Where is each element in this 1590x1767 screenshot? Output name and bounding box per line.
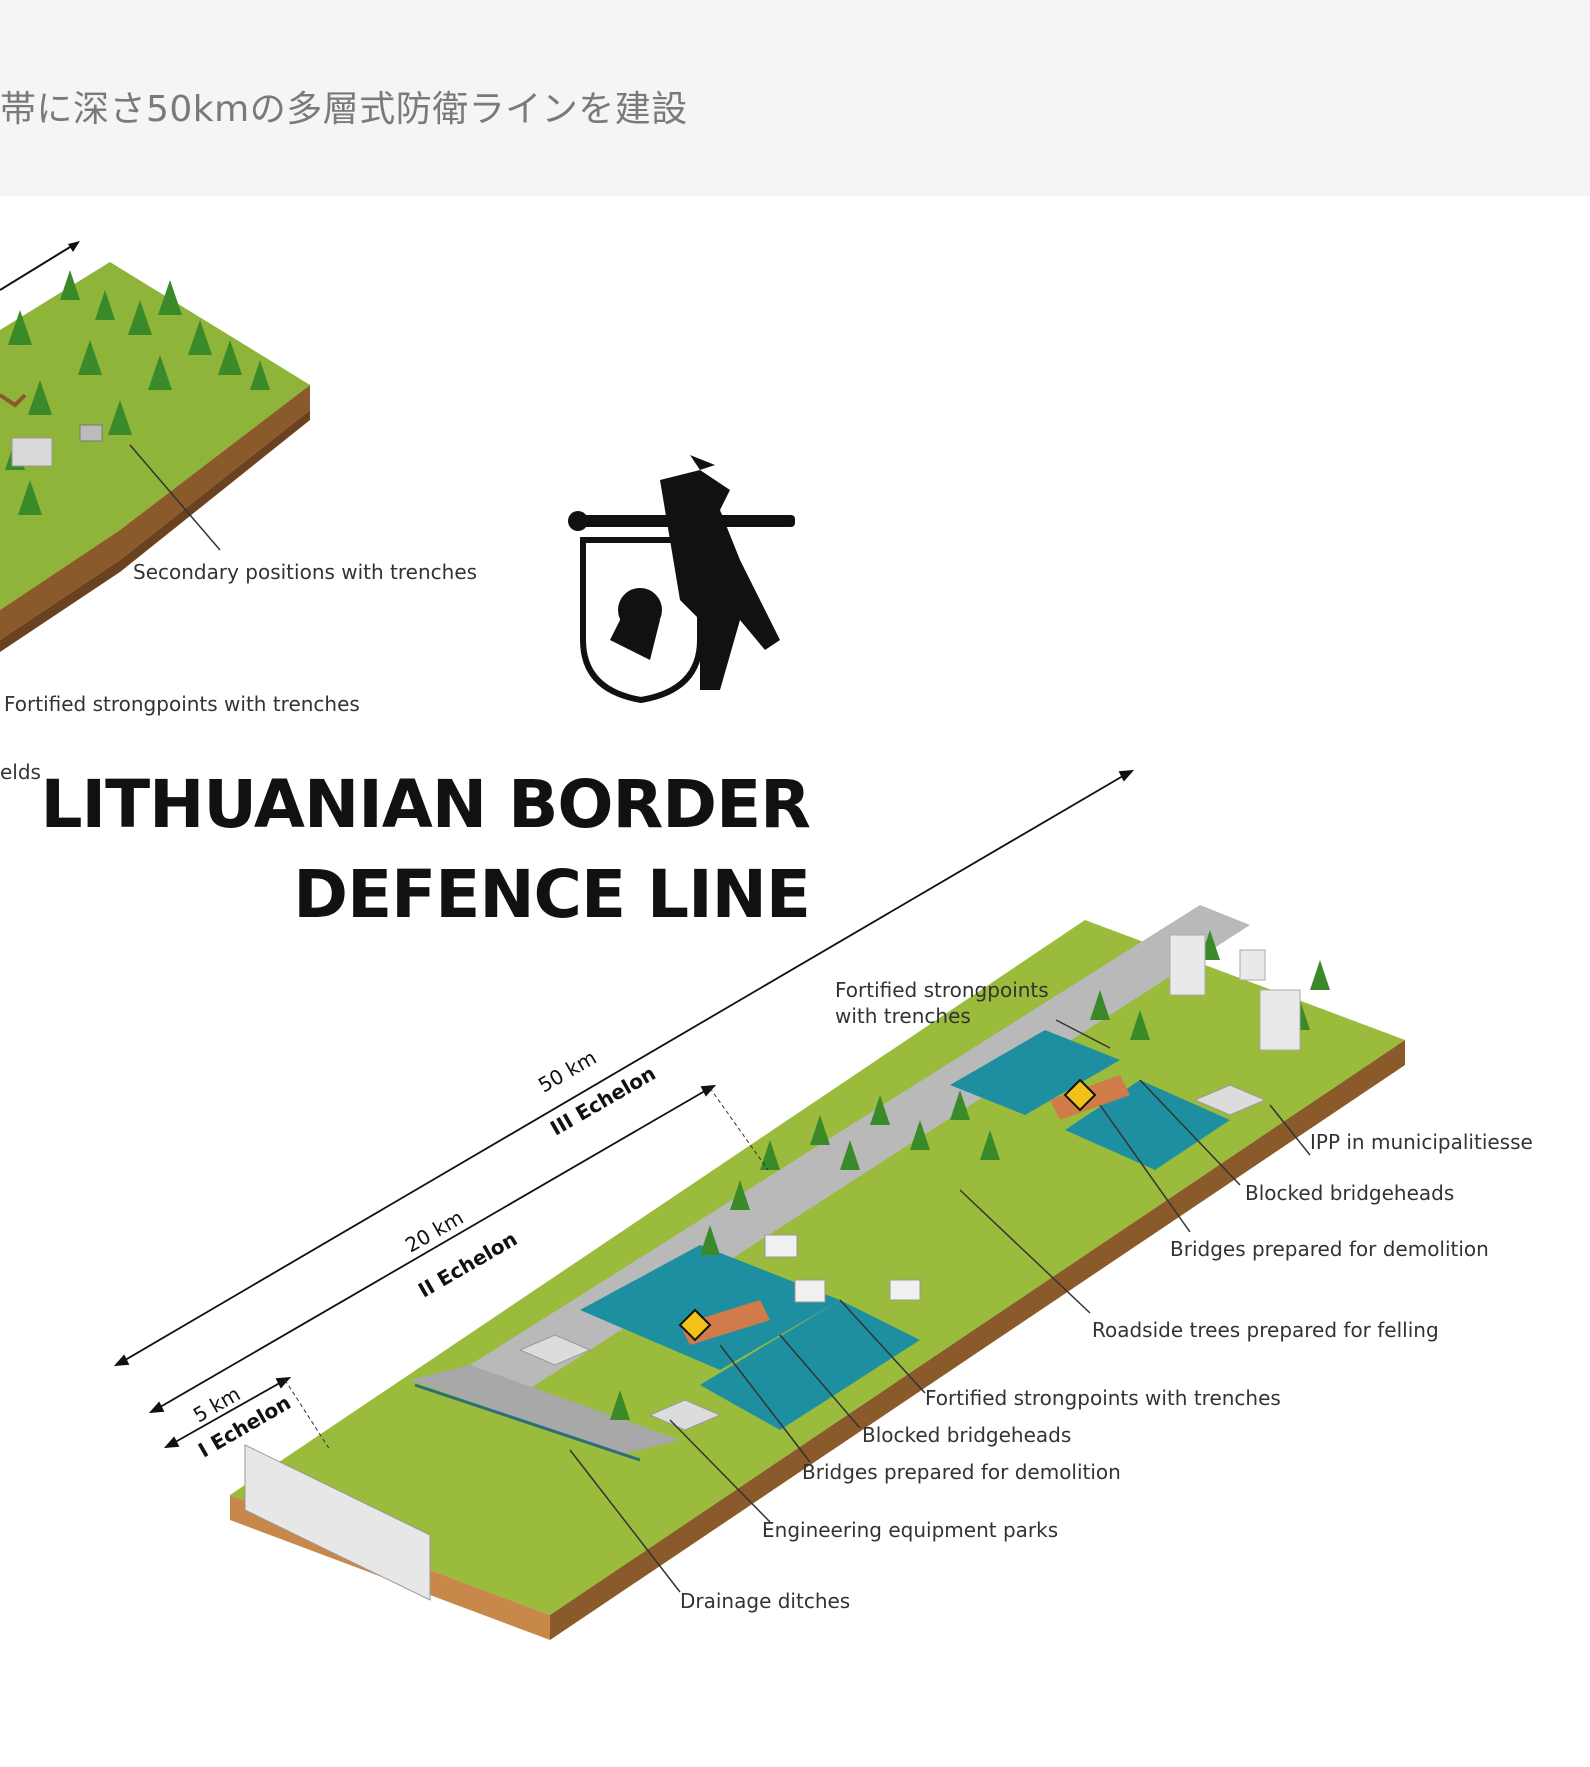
header-caption: 帯に深さ50kmの多層式防衛ラインを建設	[0, 89, 688, 130]
title-line-2: DEFENCE LINE	[293, 856, 811, 933]
terrain-strip-main	[230, 905, 1405, 1640]
iron-wolf-emblem	[568, 455, 795, 704]
header-bar: 帯に深さ50kmの多層式防衛ラインを建設	[0, 0, 1590, 196]
label-fields-cut: elds	[0, 760, 41, 784]
label-fortified-upper: Fortified strongpoints with trenches	[835, 978, 1049, 1028]
label-secondary-positions: Secondary positions with trenches	[133, 560, 478, 584]
dimension-arrows	[113, 769, 1135, 1449]
label-fortified-mid: Fortified strongpoints with trenches	[925, 1386, 1281, 1410]
label-drainage-ditches: Drainage ditches	[680, 1589, 851, 1613]
label-roadside-trees: Roadside trees prepared for felling	[1092, 1318, 1439, 1342]
label-ipp: IPP in municipalitiesse	[1310, 1130, 1533, 1154]
label-bridges-demolition-right: Bridges prepared for demolition	[1170, 1237, 1489, 1261]
terrain-block-top-left	[0, 262, 310, 652]
label-fortified-top-left: Fortified strongpoints with trenches	[4, 692, 360, 716]
label-engineering-parks: Engineering equipment parks	[762, 1518, 1059, 1542]
leader-lines	[569, 1019, 1311, 1593]
diagram-title: LITHUANIAN BORDER DEFENCE LINE	[40, 760, 811, 940]
title-line-1: LITHUANIAN BORDER	[40, 766, 811, 843]
label-bridges-demolition-mid: Bridges prepared for demolition	[802, 1460, 1121, 1484]
label-blocked-bridgeheads-right: Blocked bridgeheads	[1245, 1181, 1455, 1205]
label-blocked-bridgeheads-mid: Blocked bridgeheads	[862, 1423, 1072, 1447]
defence-line-illustration	[0, 241, 1405, 1640]
